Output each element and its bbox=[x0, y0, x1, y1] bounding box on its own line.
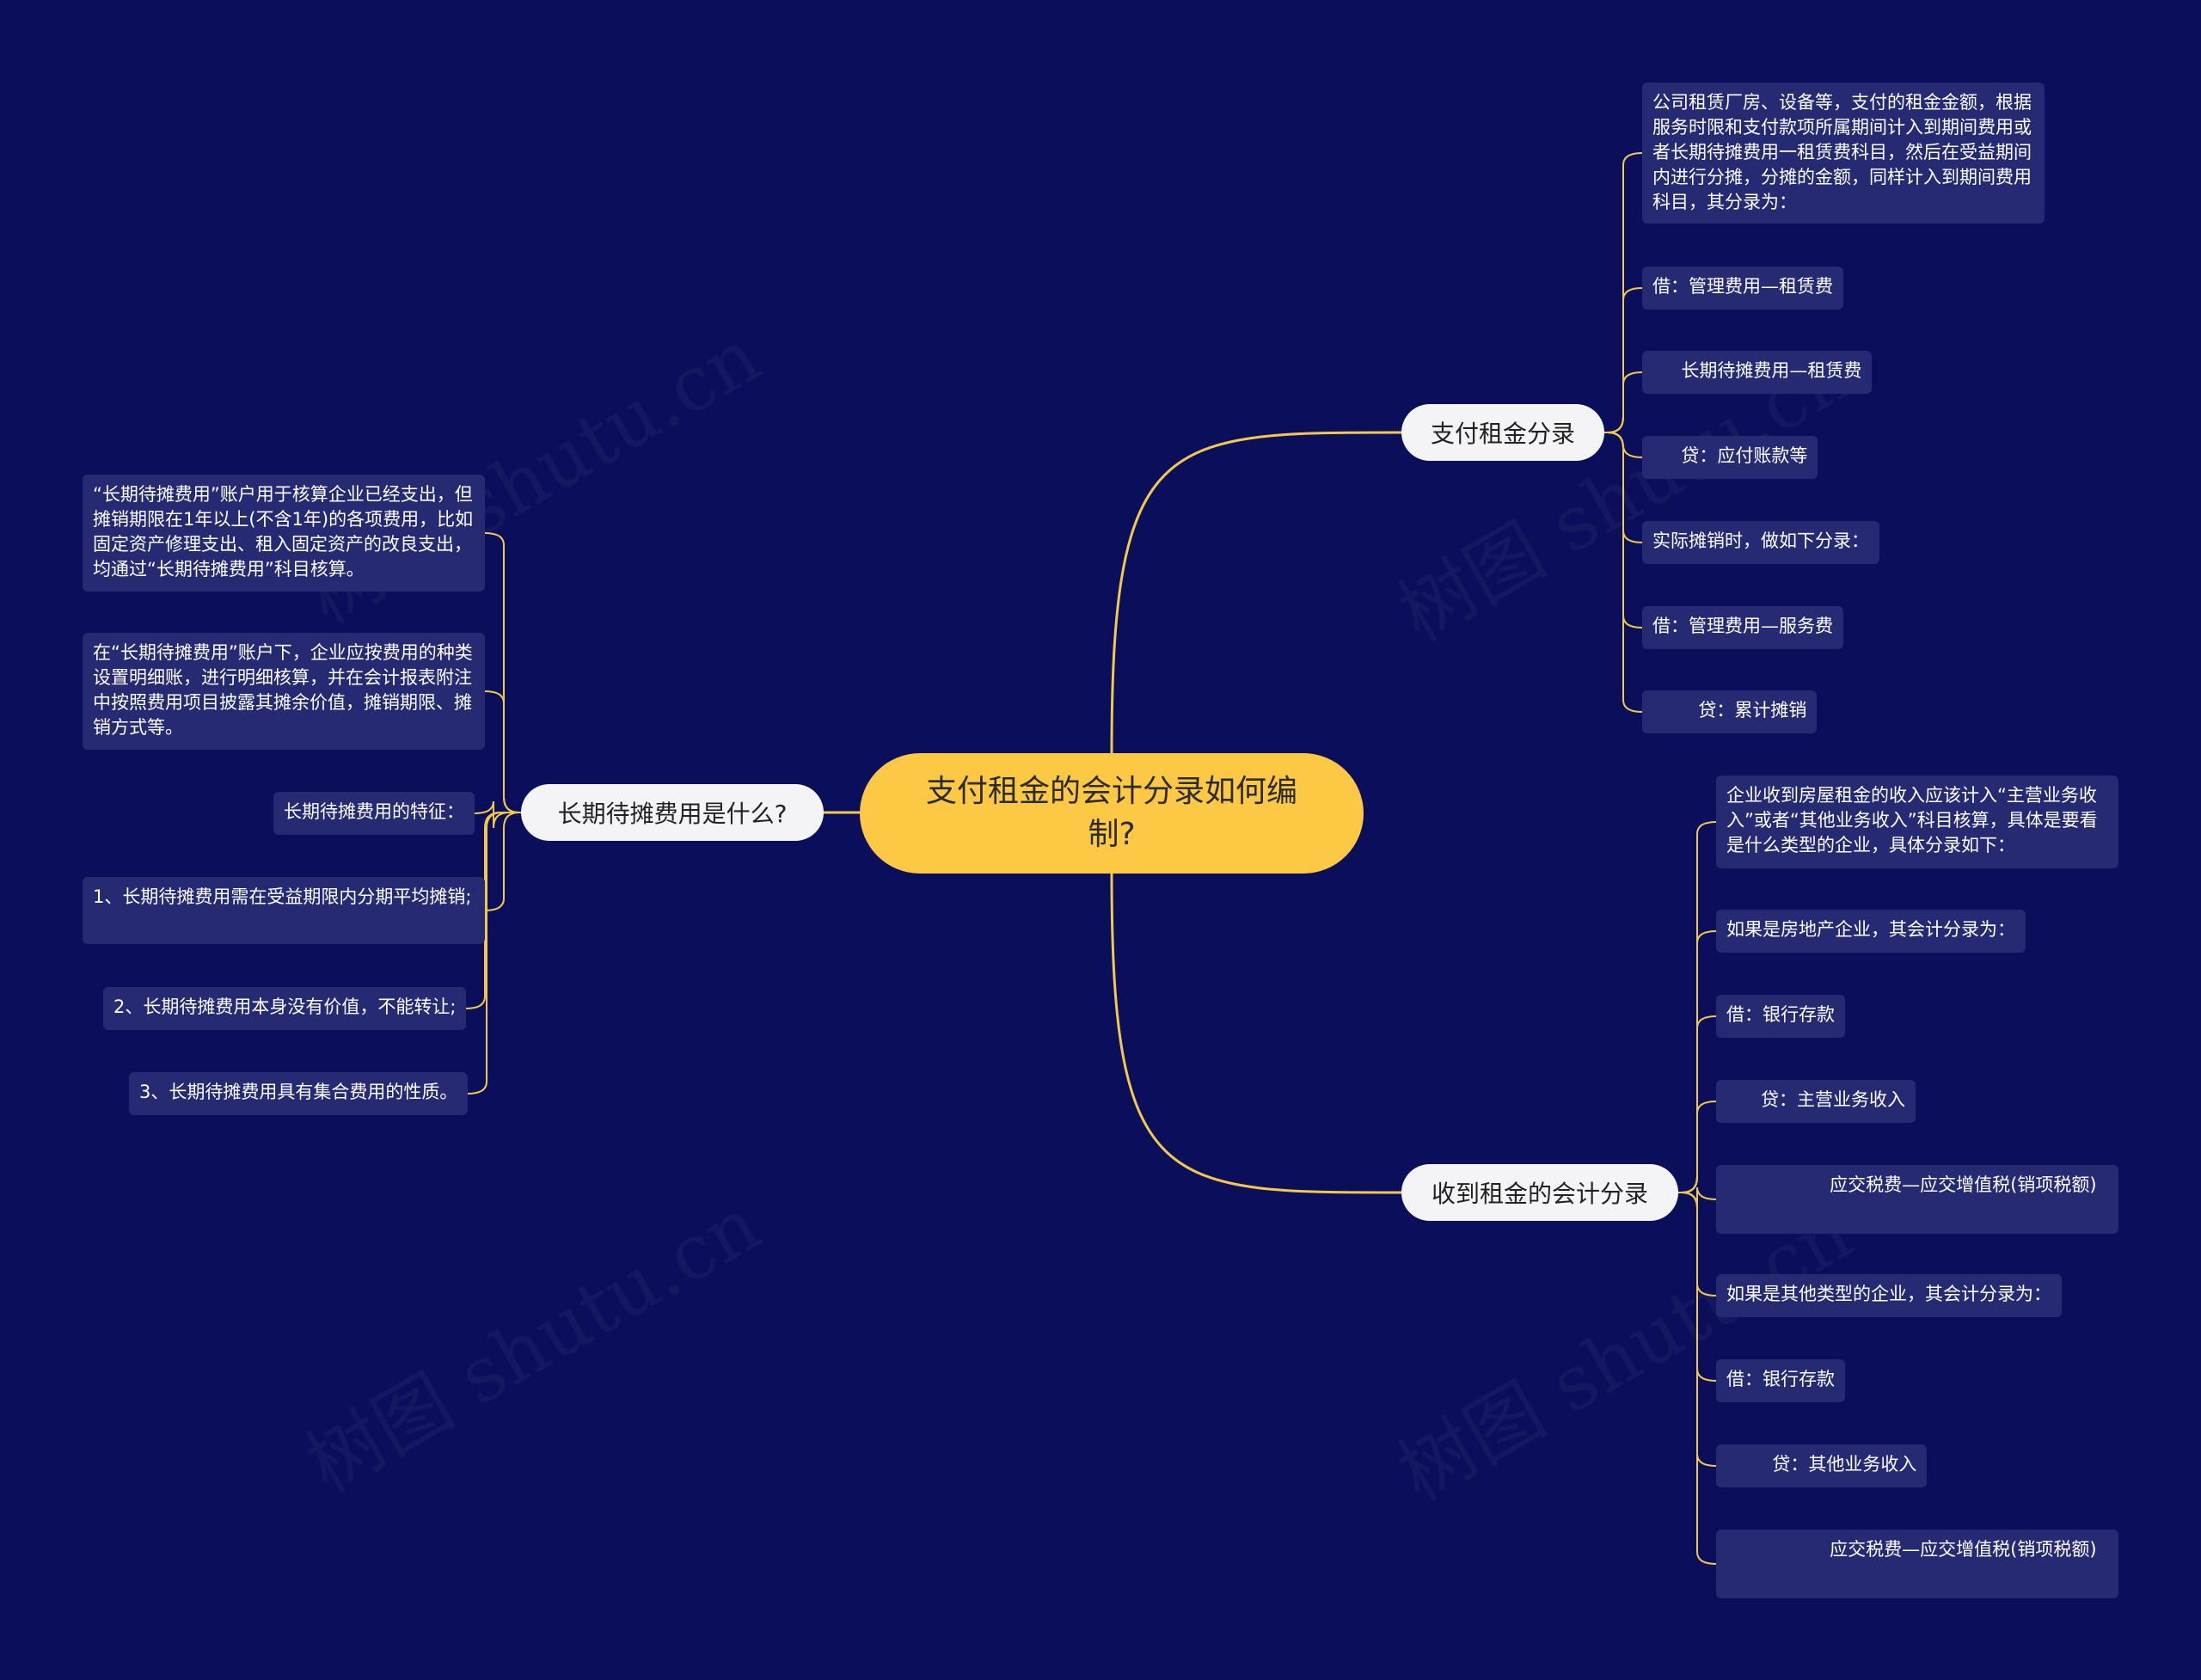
leaf-deferred-3[interactable]: 1、长期待摊费用需在受益期限内分期平均摊销; bbox=[83, 877, 485, 944]
root-topic[interactable]: 支付租金的会计分录如何编制? bbox=[860, 753, 1364, 874]
leaf-receive-3[interactable]: 贷：主营业务收入 bbox=[1716, 1080, 1916, 1123]
root-branch-connector bbox=[1110, 872, 1403, 1194]
leaf-connector bbox=[474, 800, 522, 829]
leaf-deferred-5[interactable]: 3、长期待摊费用具有集合费用的性质。 bbox=[129, 1072, 469, 1115]
leaf-receive-2[interactable]: 借：银行存款 bbox=[1716, 995, 1845, 1038]
leaf-connector bbox=[1603, 432, 1643, 713]
leaf-connector bbox=[1677, 1101, 1717, 1193]
branch-deferred-expense[interactable]: 长期待摊费用是什么? bbox=[521, 784, 824, 841]
leaf-pay-3[interactable]: 贷：应付账款等 bbox=[1642, 436, 1818, 479]
leaf-deferred-1[interactable]: 在“长期待摊费用”账户下，企业应按费用的种类设置明细账，进行明细核算，并在会计报… bbox=[83, 633, 485, 750]
root-branch-connector bbox=[1110, 431, 1403, 755]
leaf-pay-2[interactable]: 长期待摊费用—租赁费 bbox=[1642, 351, 1873, 394]
branch-receive-rent-entry[interactable]: 收到租金的会计分录 bbox=[1401, 1164, 1678, 1221]
branch-pay-rent-entry[interactable]: 支付租金分录 bbox=[1401, 404, 1604, 461]
leaf-connector bbox=[484, 690, 522, 813]
leaf-connector bbox=[467, 812, 522, 1094]
leaf-deferred-4[interactable]: 2、长期待摊费用本身没有价值，不能转让; bbox=[103, 987, 467, 1030]
leaf-pay-4[interactable]: 实际摊销时，做如下分录： bbox=[1642, 521, 1879, 564]
leaf-pay-5[interactable]: 借：管理费用—服务费 bbox=[1642, 606, 1843, 649]
leaf-connector bbox=[484, 812, 522, 911]
leaf-receive-5[interactable]: 如果是其他类型的企业，其会计分录为： bbox=[1716, 1274, 2062, 1317]
leaf-receive-0[interactable]: 企业收到房屋租金的收入应该计入“主营业务收入”或者“其他业务收入”科目核算，具体… bbox=[1716, 776, 2118, 868]
leaf-connector bbox=[1603, 371, 1643, 433]
leaf-pay-1[interactable]: 借：管理费用—租赁费 bbox=[1642, 267, 1843, 310]
leaf-receive-8[interactable]: 应交税费—应交增值税(销项税额) bbox=[1716, 1530, 2118, 1598]
leaf-receive-4[interactable]: 应交税费—应交增值税(销项税额) bbox=[1716, 1165, 2118, 1234]
leaf-deferred-2[interactable]: 长期待摊费用的特征： bbox=[273, 792, 475, 835]
leaf-pay-6[interactable]: 贷：累计摊销 bbox=[1642, 690, 1818, 733]
leaf-deferred-0[interactable]: “长期待摊费用”账户用于核算企业已经支出，但摊销期限在1年以上(不含1年)的各项… bbox=[83, 475, 485, 592]
leaf-receive-6[interactable]: 借：银行存款 bbox=[1716, 1359, 1845, 1402]
leaf-receive-1[interactable]: 如果是房地产企业，其会计分录为： bbox=[1716, 910, 2026, 953]
leaf-connector bbox=[1677, 1192, 1717, 1565]
leaf-receive-7[interactable]: 贷：其他业务收入 bbox=[1716, 1444, 1928, 1487]
leaf-pay-0[interactable]: 公司租赁厂房、设备等，支付的租金金额，根据服务时限和支付款项所属期间计入到期间费… bbox=[1642, 83, 2045, 224]
